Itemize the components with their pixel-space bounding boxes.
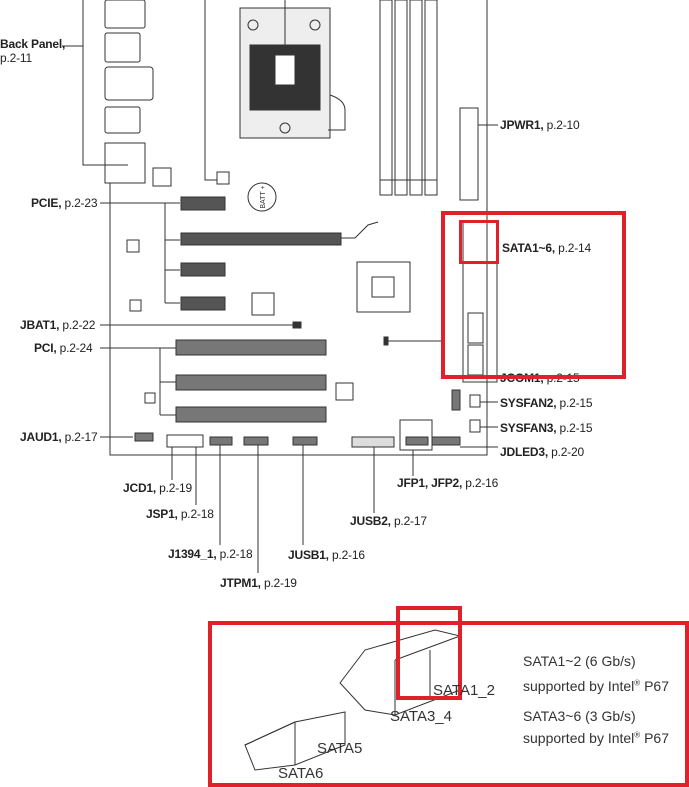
jpwr1-connector (459, 107, 479, 201)
label-jbat1: JBAT1, p.2-22 (20, 318, 96, 332)
label-pcie: PCIE, p.2-23 (31, 196, 98, 210)
port-sata1-2: SATA1_2 (433, 682, 495, 699)
port-sata6: SATA6 (278, 765, 324, 782)
sata-detail-drawing (244, 629, 461, 771)
label-back-panel-page: p.2-11 (0, 51, 32, 65)
label-jsp1: JSP1, p.2-18 (146, 507, 214, 521)
label-jfp: JFP1, JFP2, p.2-16 (397, 476, 499, 490)
label-jaud1: JAUD1, p.2-17 (20, 430, 98, 444)
label-j1394: J1394_1, p.2-18 (168, 547, 253, 561)
note-line: supported by Intel® P67 (523, 730, 670, 746)
dimm-slots (379, 0, 438, 196)
label-back-panel: Back Panel, (0, 37, 66, 51)
label-sysfan3: SYSFAN3, p.2-15 (500, 421, 593, 435)
port-sata3-4: SATA3_4 (390, 708, 452, 725)
detail-highlight-box (208, 621, 689, 787)
cpufan-header (216, 171, 230, 185)
label-pci: PCI, p.2-24 (34, 341, 93, 355)
label-sata: SATA1~6, p.2-14 (502, 241, 591, 255)
label-jcd1: JCD1, p.2-19 (123, 481, 192, 495)
label-jtpm1: JTPM1, p.2-19 (220, 576, 297, 590)
label-jusb2: JUSB2, p.2-17 (350, 514, 427, 528)
note-line: supported by Intel® P67 (523, 678, 670, 694)
back-panel-ports (104, 0, 154, 184)
pcie-slots (180, 196, 342, 311)
headers (134, 389, 461, 448)
battery (247, 182, 277, 212)
sata-highlight-box (441, 211, 626, 379)
cpu-socket (239, 7, 346, 139)
note-title: SATA1~2 (6 Gb/s) (523, 653, 636, 669)
label-sysfan2: SYSFAN2, p.2-15 (500, 396, 593, 410)
note-title: SATA3~6 (3 Gb/s) (523, 708, 636, 724)
sata1-highlight-box (459, 220, 499, 264)
label-jdled3: JDLED3, p.2-20 (500, 445, 584, 459)
batt-label: BATT + (260, 185, 267, 208)
pci-slots (175, 339, 327, 423)
board-outline (109, 0, 488, 456)
port-sata5: SATA5 (317, 740, 363, 757)
label-jusb1: JUSB1, p.2-16 (288, 548, 365, 562)
label-jpwr1: JPWR1, p.2-10 (500, 118, 580, 132)
sata1-2-highlight-box (396, 606, 462, 700)
